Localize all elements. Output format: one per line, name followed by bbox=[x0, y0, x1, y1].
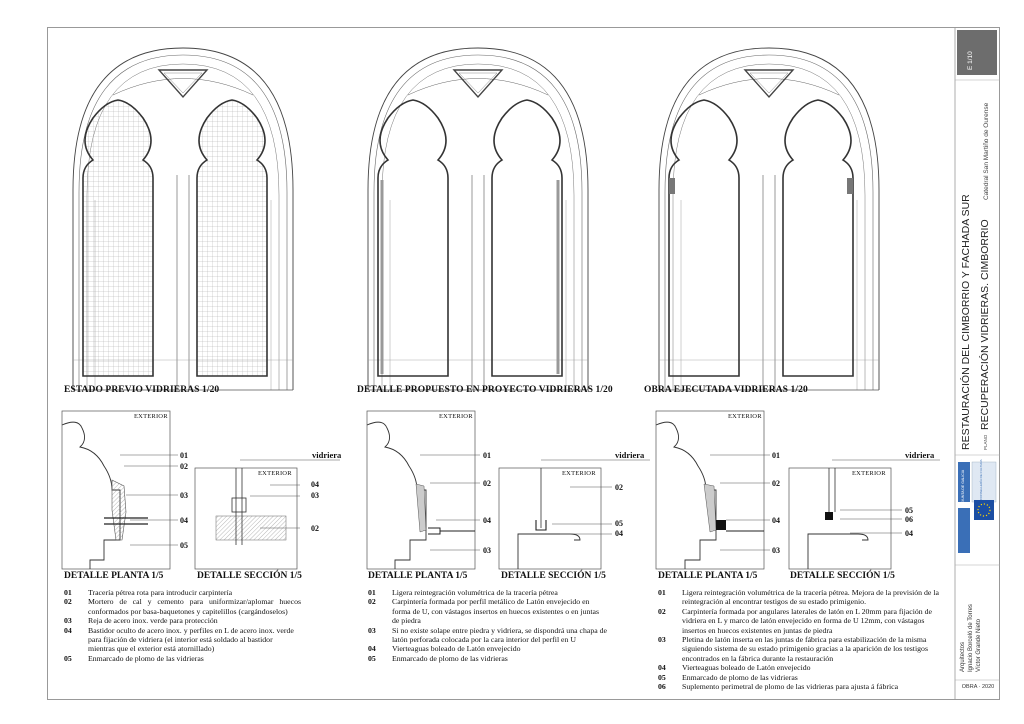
exterior-label: EXTERIOR bbox=[258, 470, 292, 477]
callout-01: 01 bbox=[180, 451, 188, 460]
detalle-seccion-label: DETALLE SECCIÓN 1/5 bbox=[197, 571, 302, 581]
detalle-planta-label: DETALLE PLANTA 1/5 bbox=[64, 571, 164, 581]
callout-05: 05 bbox=[180, 541, 188, 550]
plano-title: RECUPERACIÓN VIDRIERAS. CIMBORRIO bbox=[979, 219, 991, 430]
callout-01: 01 bbox=[772, 451, 780, 460]
vidriera-label: vidriera bbox=[615, 450, 645, 460]
building-name: Catedral San Martiño de Ourense bbox=[983, 102, 990, 200]
detalle-seccion-label: DETALLE SECCIÓN 1/5 bbox=[790, 571, 895, 581]
detalle-planta-label: DETALLE PLANTA 1/5 bbox=[368, 571, 468, 581]
scale-label: E 1/10 bbox=[967, 51, 974, 70]
architect-2: Víctor Grande Nieto bbox=[976, 618, 982, 672]
callout-03: 03 bbox=[772, 546, 780, 555]
callout-06: 06 bbox=[905, 515, 913, 524]
callout-02: 02 bbox=[772, 479, 780, 488]
vidriera-label: vidriera bbox=[312, 450, 342, 460]
exterior-label: EXTERIOR bbox=[439, 413, 473, 420]
exterior-label: EXTERIOR bbox=[562, 470, 596, 477]
callout-05: 05 bbox=[615, 519, 623, 528]
callout-04: 04 bbox=[615, 529, 623, 538]
exterior-label: EXTERIOR bbox=[852, 470, 886, 477]
title-estado-previo: ESTADO PREVIO VIDRIERAS 1/20 bbox=[64, 385, 220, 395]
detail-group-previo bbox=[61, 410, 340, 570]
elevation-estado-previo bbox=[72, 47, 294, 391]
callout-04: 04 bbox=[772, 516, 780, 525]
callout-04: 04 bbox=[905, 529, 913, 538]
callout-03: 03 bbox=[311, 491, 319, 500]
plano-label: PLANO bbox=[983, 434, 988, 450]
callout-04: 04 bbox=[180, 516, 188, 525]
title-detalle-propuesto: DETALLE PROPUESTO EN PROYECTO VIDRIERAS … bbox=[357, 385, 613, 395]
detail-group-propuesto bbox=[366, 410, 650, 570]
vidriera-label: vidriera bbox=[905, 450, 935, 460]
architect-1: Ignacio Borceló de Torres bbox=[968, 604, 974, 672]
title-block-frame bbox=[954, 27, 1000, 700]
exterior-label: EXTERIOR bbox=[134, 413, 168, 420]
detalle-planta-label: DETALLE PLANTA 1/5 bbox=[658, 571, 758, 581]
callout-01: 01 bbox=[483, 451, 491, 460]
detalle-seccion-label: DETALLE SECCIÓN 1/5 bbox=[501, 571, 606, 581]
elevation-propuesto bbox=[367, 47, 589, 391]
elevation-ejecutada bbox=[658, 47, 880, 391]
title-obra-ejecutada: OBRA EJECUTADA VIDRIERAS 1/20 bbox=[644, 385, 808, 395]
callout-04: 04 bbox=[483, 516, 491, 525]
drawing-sheet bbox=[47, 27, 1000, 700]
callout-03: 03 bbox=[180, 491, 188, 500]
project-title: RESTAURACIÓN DEL CIMBORRIO Y FACHADA SUR bbox=[960, 194, 972, 450]
callout-04: 04 bbox=[311, 480, 319, 489]
architects-label: Arquitectos bbox=[960, 641, 966, 672]
callout-03: 03 bbox=[483, 546, 491, 555]
callout-02: 02 bbox=[483, 479, 491, 488]
conselleria-logo: CONSELLERÍA DE CULTURA bbox=[979, 459, 983, 500]
detail-group-ejecutada bbox=[655, 410, 940, 570]
exterior-label: EXTERIOR bbox=[728, 413, 762, 420]
callout-02: 02 bbox=[311, 524, 319, 533]
callout-02: 02 bbox=[615, 483, 623, 492]
callout-02: 02 bbox=[180, 462, 188, 471]
callout-05: 05 bbox=[905, 506, 913, 515]
xunta-logo: XUNTA DE GALICIA bbox=[961, 469, 965, 502]
date-label: OBRA · 2020 bbox=[961, 684, 995, 690]
